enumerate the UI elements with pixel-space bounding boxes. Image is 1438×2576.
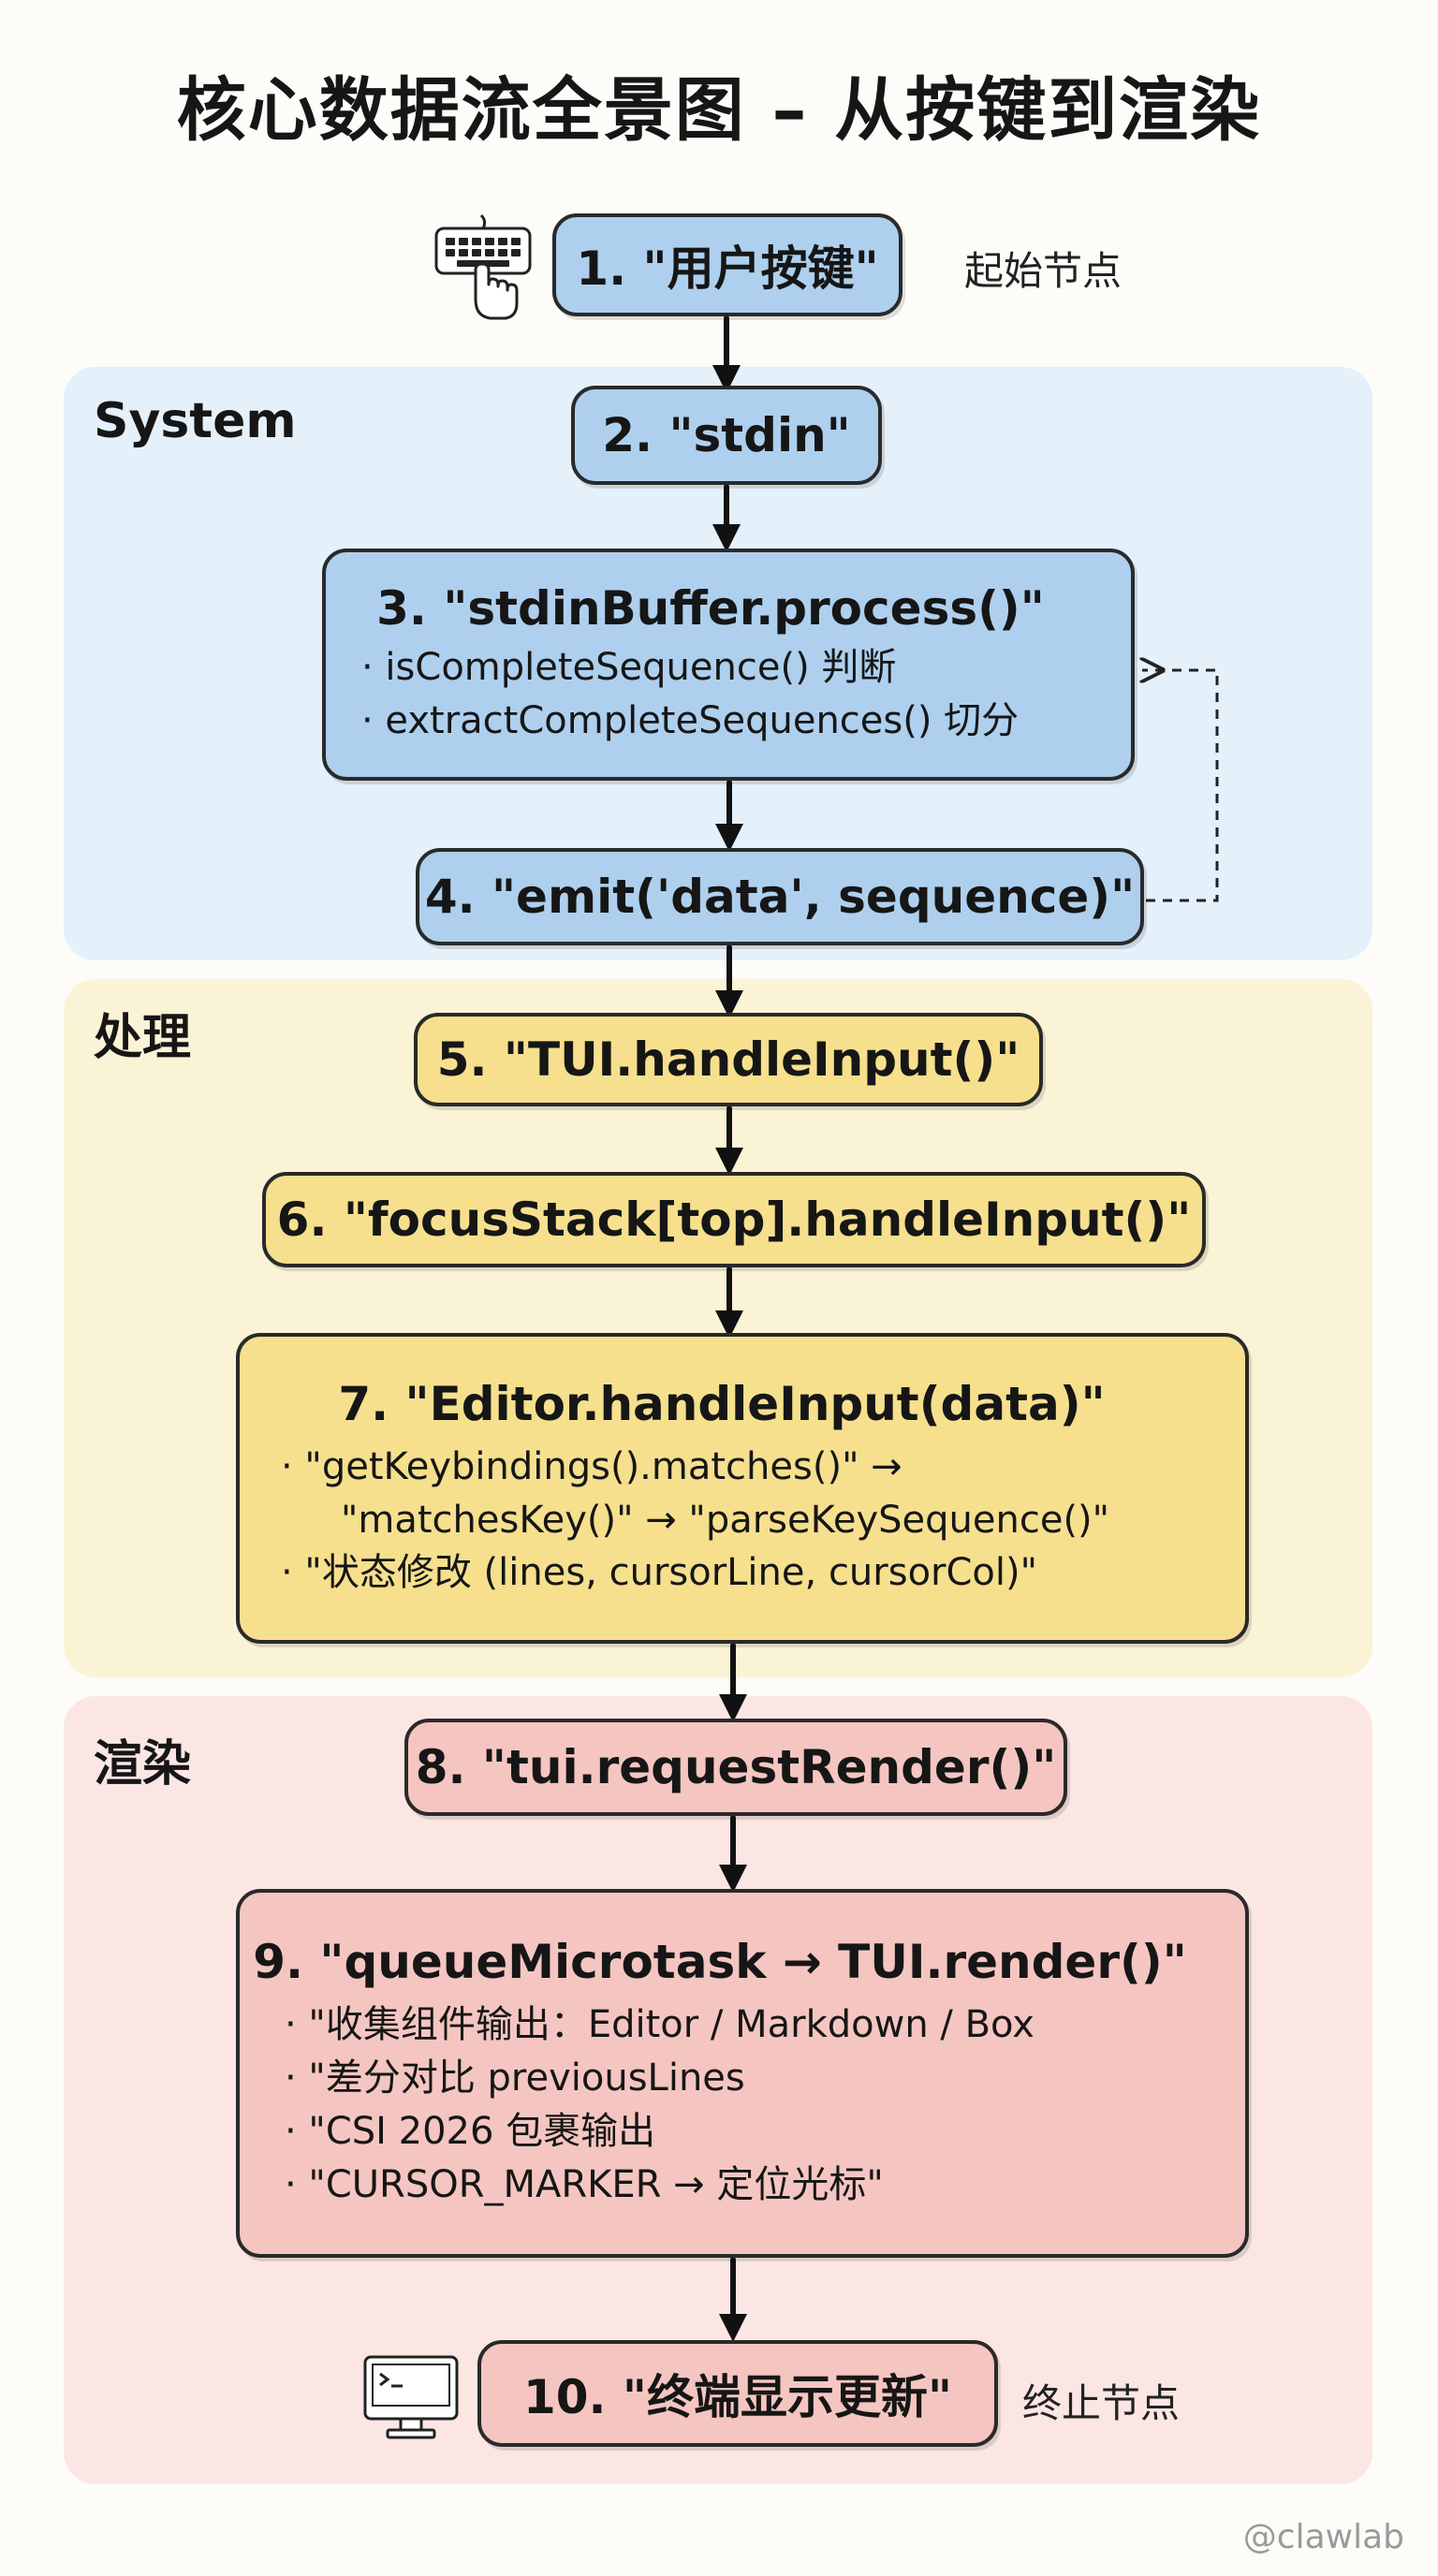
node-10-terminal-update: 10. "终端显示更新" xyxy=(477,2340,998,2447)
node-2-title: 2. "stdin" xyxy=(602,408,851,462)
node-9-bullet-2: · "差分对比 previousLines xyxy=(285,2056,745,2100)
node-7-bullet-2: · "状态修改 (lines, cursorLine, cursorCol)" xyxy=(281,1551,1038,1595)
node-7-bullet-1-cont: "matchesKey()" → "parseKeySequence()" xyxy=(341,1498,1110,1542)
node-6-title: 6. "focusStack[top].handleInput()" xyxy=(276,1193,1192,1247)
node-5-title: 5. "TUI.handleInput()" xyxy=(436,1032,1020,1087)
node-3-bullet-1: · isCompleteSequence() 判断 xyxy=(361,646,897,690)
node-9-queue-microtask-render: 9. "queueMicrotask → TUI.render()" · "收集… xyxy=(236,1889,1249,2258)
node-3-bullet-2: · extractCompleteSequences() 切分 xyxy=(361,699,1020,742)
node-2-stdin: 2. "stdin" xyxy=(571,386,882,485)
node-3-title: 3. "stdinBuffer.process()" xyxy=(376,581,1045,637)
node-6-focusstack-handleinput: 6. "focusStack[top].handleInput()" xyxy=(262,1172,1206,1267)
start-node-label: 起始节点 xyxy=(964,248,1123,294)
node-4-title: 4. "emit('data', sequence)" xyxy=(424,870,1136,924)
node-4-emit-data: 4. "emit('data', sequence)" xyxy=(416,848,1144,945)
node-1-user-keypress: 1. "用户按键" xyxy=(552,213,902,316)
page-title: 核心数据流全景图 – 从按键到渲染 xyxy=(176,70,1262,151)
node-7-bullet-1: · "getKeybindings().matches()" → xyxy=(281,1444,902,1488)
node-8-request-render: 8. "tui.requestRender()" xyxy=(404,1719,1067,1816)
region-label-render: 渲染 xyxy=(94,1736,192,1793)
node-9-bullet-3: · "CSI 2026 包裹输出 xyxy=(285,2110,656,2153)
node-8-title: 8. "tui.requestRender()" xyxy=(415,1740,1057,1794)
loop-back-arrow xyxy=(1142,670,1219,902)
watermark: @clawlab xyxy=(1242,2518,1404,2556)
terminal-monitor-icon xyxy=(363,2355,459,2439)
node-5-tui-handleinput: 5. "TUI.handleInput()" xyxy=(414,1013,1043,1106)
node-10-title: 10. "终端显示更新" xyxy=(522,2370,953,2424)
node-9-bullet-4: · "CURSOR_MARKER → 定位光标" xyxy=(285,2162,884,2206)
end-node-label: 终止节点 xyxy=(1022,2380,1181,2426)
region-label-system: System xyxy=(94,393,297,449)
node-1-title: 1. "用户按键" xyxy=(576,242,879,296)
region-label-processing: 处理 xyxy=(94,1010,192,1066)
node-7-editor-handleinput: 7. "Editor.handleInput(data)" · "getKeyb… xyxy=(236,1333,1249,1644)
node-9-title: 9. "queueMicrotask → TUI.render()" xyxy=(253,1935,1187,1990)
node-3-stdinbuffer-process: 3. "stdinBuffer.process()" · isCompleteS… xyxy=(322,549,1135,781)
node-9-bullet-1: · "收集组件输出：Editor / Markdown / Box xyxy=(285,2003,1034,2047)
keyboard-hand-icon xyxy=(434,213,532,320)
node-7-title: 7. "Editor.handleInput(data)" xyxy=(338,1376,1106,1431)
